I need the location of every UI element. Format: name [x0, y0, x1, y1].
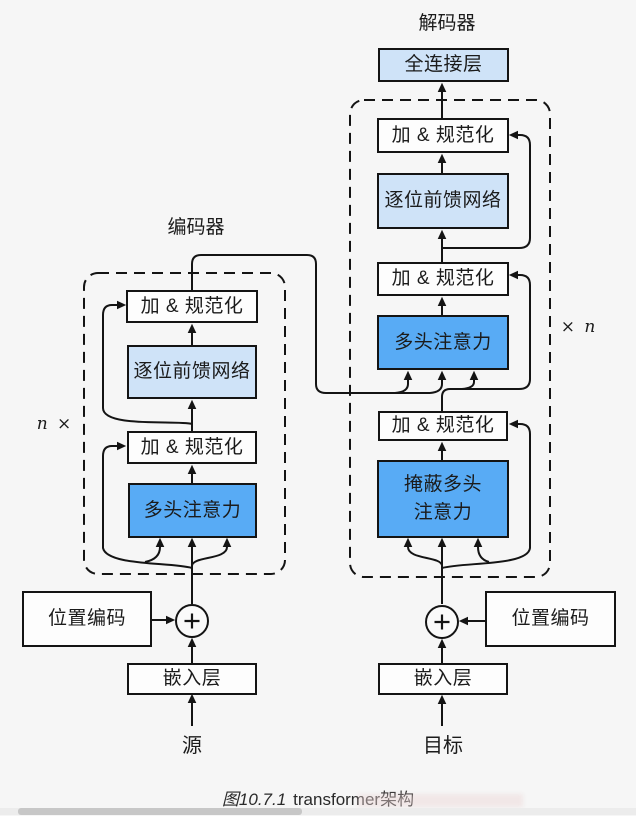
wire-query-and-residual: [441, 270, 531, 411]
wire-enc-residual-bottom: [102, 441, 193, 569]
wire-enc-fork-left: [144, 537, 165, 563]
encoder-dashed-border: [83, 272, 286, 575]
decoder-multi-head-attention-box: 多头注意力: [377, 315, 509, 370]
wire-dec-fork-right: [473, 537, 490, 563]
decoder-add-norm-bottom-box: 加 & 规范化: [378, 411, 508, 441]
watermark-smudge: [358, 794, 523, 807]
decoder-embedding-box: 嵌入层: [378, 663, 508, 695]
decoder-fully-connected-box: 全连接层: [378, 48, 509, 82]
decoder-title: 解码器: [418, 13, 476, 34]
masked-mha-line1: 掩蔽多头: [403, 474, 482, 496]
wire-query-stem: [461, 370, 479, 390]
horizontal-scrollbar-track[interactable]: [0, 808, 636, 815]
encoder-title: 编码器: [167, 217, 225, 238]
wire-dec-residual-ffn: [443, 130, 531, 249]
decoder-dashed-border: [349, 99, 551, 578]
add-nodes: [175, 604, 459, 639]
encoder-embedding-box: 嵌入层: [127, 663, 257, 695]
horizontal-scrollbar-thumb[interactable]: [18, 808, 302, 815]
wire-enc-residual-top: [102, 300, 193, 425]
decoder-ffn-box: 逐位前馈网络: [377, 173, 509, 229]
encoder-add-norm-bottom-box: 加 & 规范化: [127, 431, 257, 464]
target-label: 目标: [423, 735, 463, 757]
wire-encoder-output: [191, 254, 430, 394]
wire-kv-stem-left: [394, 370, 413, 394]
encoder-positional-encoding-box: 位置编码: [22, 591, 152, 647]
encoder-add-norm-top-box: 加 & 规范化: [126, 290, 258, 323]
repeat-label-right: × n: [560, 317, 598, 337]
plus-icon-left: [184, 613, 200, 629]
decoder-add-norm-mid-box: 加 & 规范化: [377, 262, 509, 296]
decoder-masked-multi-head-attention-box: 掩蔽多头 注意力: [377, 460, 509, 538]
source-label: 源: [182, 735, 202, 757]
masked-mha-line2: 注意力: [413, 502, 473, 523]
figure-caption: 图10.7.1 transformer架构: [0, 785, 636, 810]
decoder-add-norm-top-box: 加 & 规范化: [377, 118, 509, 153]
wire-kv-stem-mid: [429, 370, 447, 394]
repeat-label-left: n ×: [36, 414, 74, 434]
encoder-multi-head-attention-box: 多头注意力: [128, 483, 257, 538]
wire-enc-fork-right: [191, 537, 232, 567]
wire-dec-residual-masked: [441, 419, 531, 569]
figure-number: 图10.7.1: [221, 790, 287, 809]
wire-dec-fork-left: [403, 537, 443, 567]
encoder-ffn-box: 逐位前馈网络: [127, 345, 257, 399]
decoder-positional-encoding-box: 位置编码: [485, 591, 616, 647]
figure-caption-text: transformer架构: [293, 790, 415, 809]
plus-icon-right: [434, 614, 450, 630]
wires-group: [102, 82, 531, 726]
